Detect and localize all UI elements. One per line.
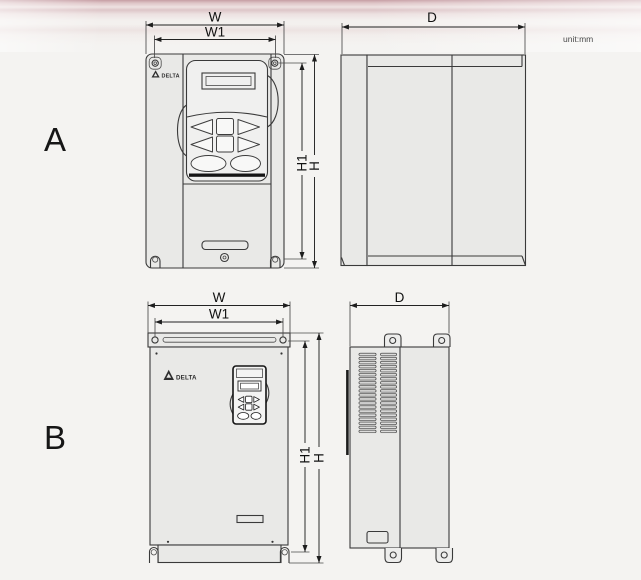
cover-slot-b — [236, 514, 264, 524]
section-b: B DELTA — [44, 290, 454, 564]
dim-label-w1-a: W1 — [205, 25, 225, 40]
keypad-trim-bar — [189, 173, 265, 177]
unit-note: unit:mm — [563, 34, 593, 44]
side-b-access-port — [366, 530, 389, 544]
dim-label-h-b: H — [312, 453, 327, 463]
delta-logo-icon-b: DELTA — [163, 369, 197, 382]
keypad-b-run-key[interactable] — [237, 412, 250, 420]
dim-w-a: W — [145, 10, 285, 54]
variant-a-dimensions: W W1 H1 — [145, 10, 526, 269]
keypad-b-ear-left — [229, 393, 234, 415]
keypad-b — [229, 365, 270, 425]
mode-key[interactable] — [190, 136, 213, 153]
dim-label-w-b: W — [213, 290, 226, 305]
variant-b-side-view — [346, 333, 454, 564]
mount-hook-bottom-left-b — [148, 546, 159, 563]
mount-hole-top-left-a — [148, 56, 162, 70]
lcd-screen-b — [240, 382, 259, 390]
dim-label-w-a: W — [209, 10, 222, 25]
side-a-body — [366, 54, 527, 267]
vent-louvers-column-2 — [380, 352, 397, 434]
keypad-ear-left — [176, 104, 187, 157]
variant-a-label: A — [44, 121, 66, 158]
lcd-display-a — [201, 72, 256, 90]
run-key[interactable] — [190, 155, 227, 172]
keypad-b-left-key[interactable] — [237, 396, 245, 403]
lcd-display-b — [237, 380, 262, 392]
dim-d-a: D — [341, 10, 526, 54]
side-b-bottom-tab-left — [384, 548, 403, 564]
drive-b-bottom-mount-bar — [157, 544, 282, 564]
dim-w1-b: W1 — [154, 307, 284, 337]
mount-hook-bottom-right-a — [269, 255, 281, 268]
variant-b-label: B — [44, 419, 66, 456]
dim-h1-b: H1 — [288, 340, 313, 553]
variant-b-front-view: DELTA — [147, 332, 291, 564]
keypad-b-stop-key[interactable] — [250, 412, 262, 420]
side-b-top-tab-left — [383, 333, 402, 347]
brand-wordmark-a: DELTA — [162, 73, 180, 79]
variant-a-side-view — [340, 54, 527, 267]
mount-hole-top-right-b — [279, 336, 287, 344]
dim-h1-a: H1 — [279, 62, 310, 260]
cover-slot-a — [201, 240, 249, 251]
drive-b-top-mount-bar — [147, 332, 291, 348]
mount-hook-bottom-right-b — [279, 546, 290, 563]
keypad-ear-right — [267, 75, 279, 128]
vent-louvers-column-1 — [358, 352, 377, 434]
lcd-screen-a — [205, 76, 252, 86]
up-key[interactable] — [216, 118, 234, 135]
dim-label-w1-b: W1 — [209, 307, 229, 322]
variant-b-dimensions: W W1 H1 — [147, 290, 450, 564]
delta-logo-icon: DELTA — [151, 70, 180, 79]
side-b-top-tab-right — [432, 333, 451, 347]
dim-w1-a: W1 — [154, 25, 276, 58]
side-a-front-flange — [340, 54, 368, 267]
side-b-bottom-tab-right — [435, 548, 454, 564]
brand-wordmark-b: DELTA — [176, 375, 197, 382]
mount-hole-top-left-b — [151, 336, 159, 344]
dim-h-b: H — [289, 332, 327, 564]
keypad-b-up-key[interactable] — [245, 395, 253, 404]
variant-a-front-view: DELTA — [145, 53, 285, 269]
keypad-b-mode-key[interactable] — [237, 403, 245, 411]
right-arrow-key[interactable] — [237, 119, 260, 135]
dim-label-d-b: D — [395, 290, 405, 305]
dim-d-b: D — [349, 290, 450, 346]
dim-w-b: W — [147, 290, 291, 333]
keypad-face-divider — [186, 111, 268, 118]
dim-label-h-a: H — [307, 161, 322, 171]
keypad-b-right-key[interactable] — [253, 396, 260, 403]
left-arrow-key[interactable] — [190, 119, 213, 135]
mount-hook-bottom-left-a — [149, 255, 161, 268]
dim-label-d-a: D — [427, 10, 437, 25]
top-bar-slot-b — [162, 336, 277, 343]
dim-h-a: H — [284, 54, 322, 269]
stop-key[interactable] — [230, 155, 261, 172]
down-key[interactable] — [216, 135, 234, 153]
mount-hole-top-right-a — [268, 56, 282, 70]
keypad-a — [185, 59, 269, 182]
dim-label-h1-a: H1 — [295, 154, 310, 171]
keypad-b-enter-key[interactable] — [253, 403, 260, 411]
dim-label-h1-b: H1 — [298, 446, 313, 463]
section-a: A DELTA — [44, 10, 527, 269]
enter-key[interactable] — [237, 136, 260, 153]
keypad-b-ear-right — [265, 382, 270, 404]
cover-screw-a — [219, 252, 230, 263]
keypad-b-down-key[interactable] — [245, 403, 253, 411]
